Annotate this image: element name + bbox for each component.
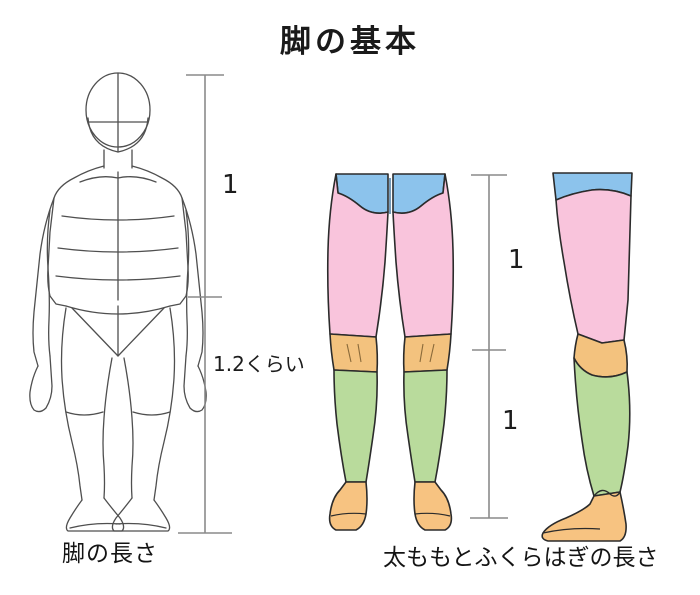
mannequin-left-leg-outer	[60, 307, 83, 501]
front-view-colored-legs	[326, 173, 455, 531]
mannequin-right-hand	[183, 355, 207, 413]
mannequin-left-knee	[65, 411, 104, 416]
front-right-foot-toe-line	[414, 512, 451, 517]
side-calf	[573, 357, 631, 497]
front-view-mannequin	[29, 72, 207, 532]
right-measurement-ruler	[470, 174, 508, 519]
front-left-calf	[333, 369, 378, 483]
front-left-foot	[328, 481, 368, 531]
side-foot-toe-line	[542, 527, 601, 534]
front-right-knee	[402, 333, 452, 373]
side-thigh	[555, 188, 632, 344]
front-right-calf	[403, 369, 448, 483]
right-figure-caption: 太ももとふくらはぎの長さ	[383, 545, 659, 571]
mannequin-left-foot	[65, 497, 125, 532]
mannequin-right-foot-arch	[115, 522, 167, 529]
right-ruler-upper-label: 1	[508, 245, 525, 275]
page-title: 脚の基本	[280, 24, 420, 60]
mannequin-right-arm	[181, 197, 204, 367]
front-right-knee-detail	[419, 343, 435, 363]
front-right-thigh	[392, 173, 455, 338]
right-ruler-lower-label: 1	[502, 406, 519, 436]
side-ankle-notch	[593, 489, 621, 497]
mannequin-right-arm-inner	[185, 209, 190, 357]
side-foot	[541, 491, 627, 542]
front-left-knee	[329, 333, 379, 373]
mannequin-left-leg-inner	[102, 357, 113, 499]
left-measurement-ruler	[178, 74, 232, 534]
side-view-colored-leg	[541, 172, 633, 542]
left-figure-caption: 脚の長さ	[62, 541, 158, 567]
left-ruler-upper-label: 1	[222, 170, 239, 200]
front-left-knee-detail	[346, 343, 362, 363]
mannequin-right-leg-outer	[153, 307, 176, 501]
mannequin-neck	[103, 149, 133, 169]
mannequin-torso	[47, 165, 105, 307]
mannequin-left-arm	[32, 197, 55, 367]
left-ruler-lower-label: 1.2くらい	[213, 352, 305, 376]
mannequin-right-foot	[111, 497, 171, 532]
mannequin-right-knee	[132, 411, 171, 416]
mannequin-left-hand	[29, 355, 53, 413]
mannequin-torso-right	[131, 165, 189, 307]
front-right-foot	[413, 481, 453, 531]
front-left-thigh	[326, 173, 389, 338]
mannequin-left-arm-inner	[46, 209, 51, 357]
front-left-foot-toe-line	[330, 512, 367, 517]
mannequin-right-leg-inner	[123, 357, 134, 499]
